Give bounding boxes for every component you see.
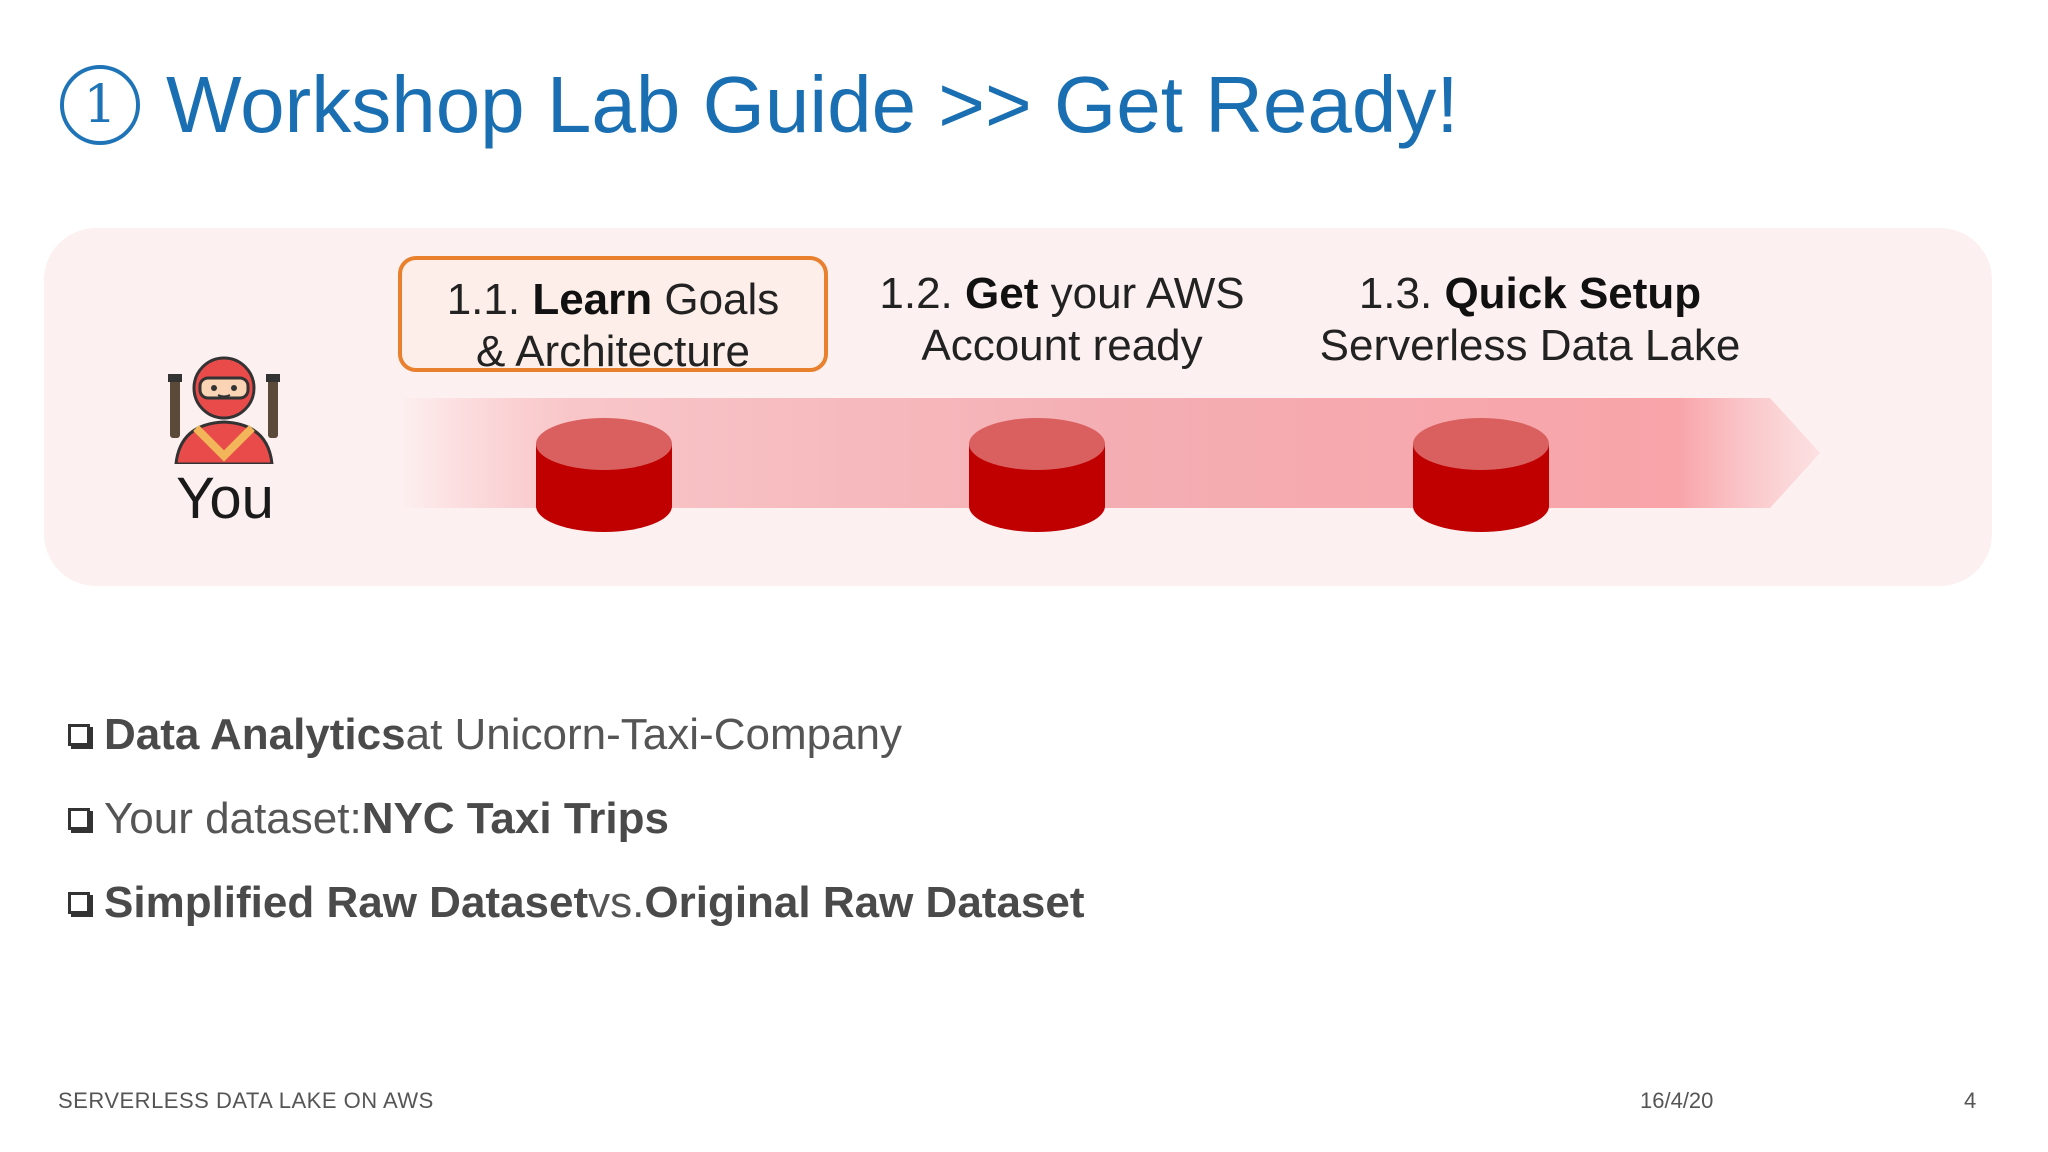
checkbox-square-icon (68, 892, 90, 914)
checkbox-square-icon (68, 808, 90, 830)
bullet-2-bold: NYC Taxi Trips (361, 794, 669, 843)
step-1-rest: Goals (652, 275, 780, 324)
bullet-3-bold-a: Simplified Raw Dataset (104, 878, 589, 927)
step-2-bold: Get (965, 269, 1039, 318)
step-number-badge: 1 (60, 65, 140, 145)
step-2-label: 1.2. Get your AWS Account ready (842, 268, 1282, 372)
step-1-cylinder-icon (536, 418, 672, 532)
step-2-number: 1.2. (879, 269, 953, 318)
bullet-3-text: vs. (588, 878, 645, 927)
step-3-cylinder-icon (1413, 418, 1549, 532)
footer-date: 16/4/20 (1640, 1088, 1714, 1113)
bullet-item: Simplified Raw Dataset vs. Original Raw … (68, 873, 1085, 933)
step-3-number: 1.3. (1358, 269, 1433, 318)
you-label: You (176, 466, 274, 531)
bullet-1-text: at Unicorn-Taxi-Company (405, 710, 903, 759)
bullet-list: Data Analytics at Unicorn-Taxi-Company Y… (68, 705, 1085, 957)
ninja-avatar-icon (168, 356, 280, 464)
bullet-item: Data Analytics at Unicorn-Taxi-Company (68, 705, 1085, 765)
bullet-1-bold: Data Analytics (104, 710, 406, 759)
step-1-number: 1.1. (446, 275, 521, 324)
slide-title: 1 Workshop Lab Guide >> Get Ready! (60, 55, 1459, 155)
step-2-rest: your AWS (1038, 269, 1245, 318)
checkbox-square-icon (68, 724, 90, 746)
footer-title: SERVERLESS DATA LAKE ON AWS (58, 1088, 434, 1113)
step-1-label: 1.1. Learn Goals & Architecture (398, 256, 828, 376)
step-2-line2: Account ready (921, 321, 1203, 370)
step-1-line2: & Architecture (476, 327, 750, 376)
title-text: Workshop Lab Guide >> Get Ready! (166, 60, 1459, 149)
step-3-label: 1.3. Quick Setup Serverless Data Lake (1310, 268, 1750, 372)
step-1-bold: Learn (532, 275, 653, 324)
page-number: 4 (1964, 1088, 1977, 1113)
step-2-cylinder-icon (969, 418, 1105, 532)
bullet-item: Your dataset: NYC Taxi Trips (68, 789, 1085, 849)
bullet-3-bold-b: Original Raw Dataset (644, 878, 1085, 927)
step-3-line2: Serverless Data Lake (1319, 321, 1741, 370)
step-3-bold: Quick Setup (1444, 269, 1702, 318)
bullet-2-text: Your dataset: (104, 794, 362, 843)
